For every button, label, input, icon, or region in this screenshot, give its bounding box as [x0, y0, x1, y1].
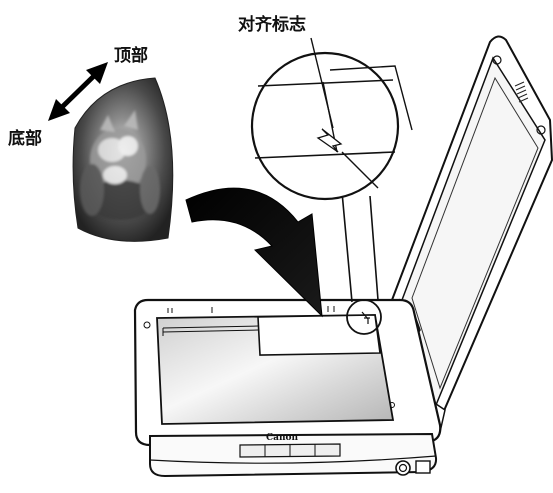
double-arrow-icon	[48, 62, 108, 121]
alignment-arrow-icon	[316, 128, 343, 153]
label-leader-line	[310, 37, 334, 129]
scanner-brand-logo: Canon	[266, 433, 299, 443]
top-label: 顶部	[114, 46, 148, 66]
ruler-ticks	[167, 306, 335, 313]
alignment-mark-icon	[361, 311, 370, 324]
document-on-glass	[257, 314, 381, 356]
alignment-mark-label: 对齐标志	[238, 15, 306, 35]
bottom-label: 底部	[8, 129, 42, 149]
magnifier-circle	[250, 51, 413, 201]
curved-arrow-icon	[185, 187, 323, 318]
alignment-corner-circle	[346, 299, 382, 335]
photo	[72, 77, 174, 242]
